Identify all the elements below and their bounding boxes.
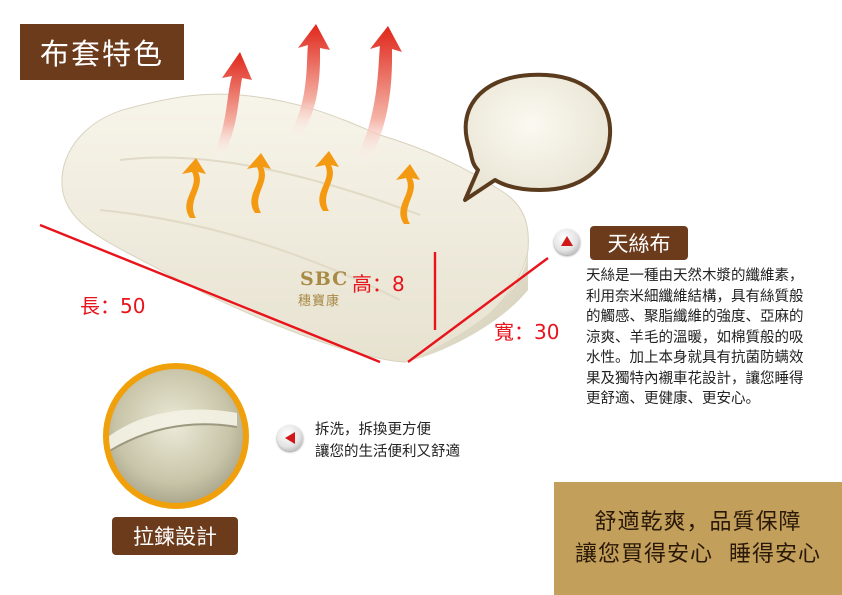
brand-logo: SBC: [300, 268, 349, 290]
fabric-description: 天絲是一種由天然木漿的纖維素，利用奈米細纖維結構，具有絲質般的觸感、聚脂纖維的強…: [586, 268, 804, 407]
pillow-end: [405, 250, 528, 362]
slogan-line1: 舒適乾爽，品質保障: [594, 509, 802, 535]
zipper-text-line1: 拆洗，拆換更方便: [315, 422, 431, 438]
left-arrow-icon: [277, 425, 303, 451]
fabric-zoom-bubble: [463, 72, 613, 202]
page-title: 布套特色: [20, 24, 184, 80]
zipper-label: 拉鍊設計: [112, 517, 238, 555]
length-line: [39, 223, 381, 364]
zipper-closeup-image: [103, 363, 249, 509]
slogan-line2: 讓您買得安心 睡得安心: [575, 541, 821, 567]
up-arrow-icon: [554, 229, 580, 255]
width-label: 寬：30: [494, 320, 560, 344]
pillow-body: [61, 93, 529, 363]
red-arrows: [210, 24, 402, 168]
length-label: 長：50: [80, 294, 146, 318]
orange-arrows: [182, 151, 420, 224]
slogan-box: 舒適乾爽，品質保障 讓您買得安心 睡得安心: [554, 482, 842, 595]
fabric-label: 天絲布: [590, 226, 688, 260]
height-label: 高：8: [352, 272, 405, 296]
width-line: [407, 257, 549, 363]
zipper-text-line2: 讓您的生活便利又舒適: [315, 444, 460, 460]
brand-logo-chinese: 穗寶康: [298, 294, 341, 309]
